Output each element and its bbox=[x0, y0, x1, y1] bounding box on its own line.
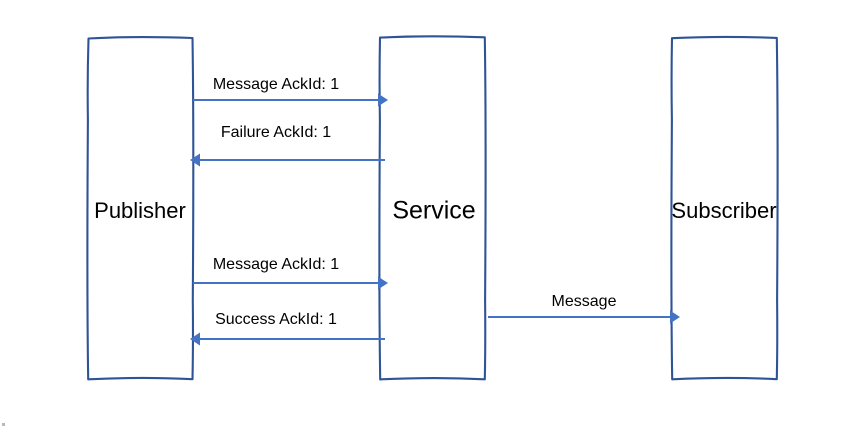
lifeline-box-service bbox=[378, 35, 487, 381]
corner-artifact bbox=[2, 423, 5, 426]
message-arrow-msg-5 bbox=[488, 310, 680, 324]
lifeline-label-subscriber: Subscriber bbox=[671, 198, 777, 223]
message-label-msg-3: Message AckId: 1 bbox=[212, 256, 340, 273]
message-label-msg-1: Message AckId: 1 bbox=[212, 76, 340, 93]
lifeline-box-subscriber bbox=[670, 35, 779, 381]
message-arrow-msg-4 bbox=[190, 332, 385, 346]
message-label-msg-5: Message bbox=[551, 293, 617, 310]
message-label-msg-2: Failure AckId: 1 bbox=[220, 124, 332, 141]
message-label-msg-4: Success AckId: 1 bbox=[215, 311, 337, 328]
lifeline-label-publisher: Publisher bbox=[94, 198, 186, 223]
lifeline-box-publisher bbox=[86, 36, 195, 381]
message-arrow-msg-3 bbox=[193, 276, 388, 290]
message-arrow-msg-1 bbox=[193, 93, 388, 107]
message-arrow-msg-2 bbox=[190, 153, 385, 167]
lifeline-label-service: Service bbox=[392, 196, 476, 225]
